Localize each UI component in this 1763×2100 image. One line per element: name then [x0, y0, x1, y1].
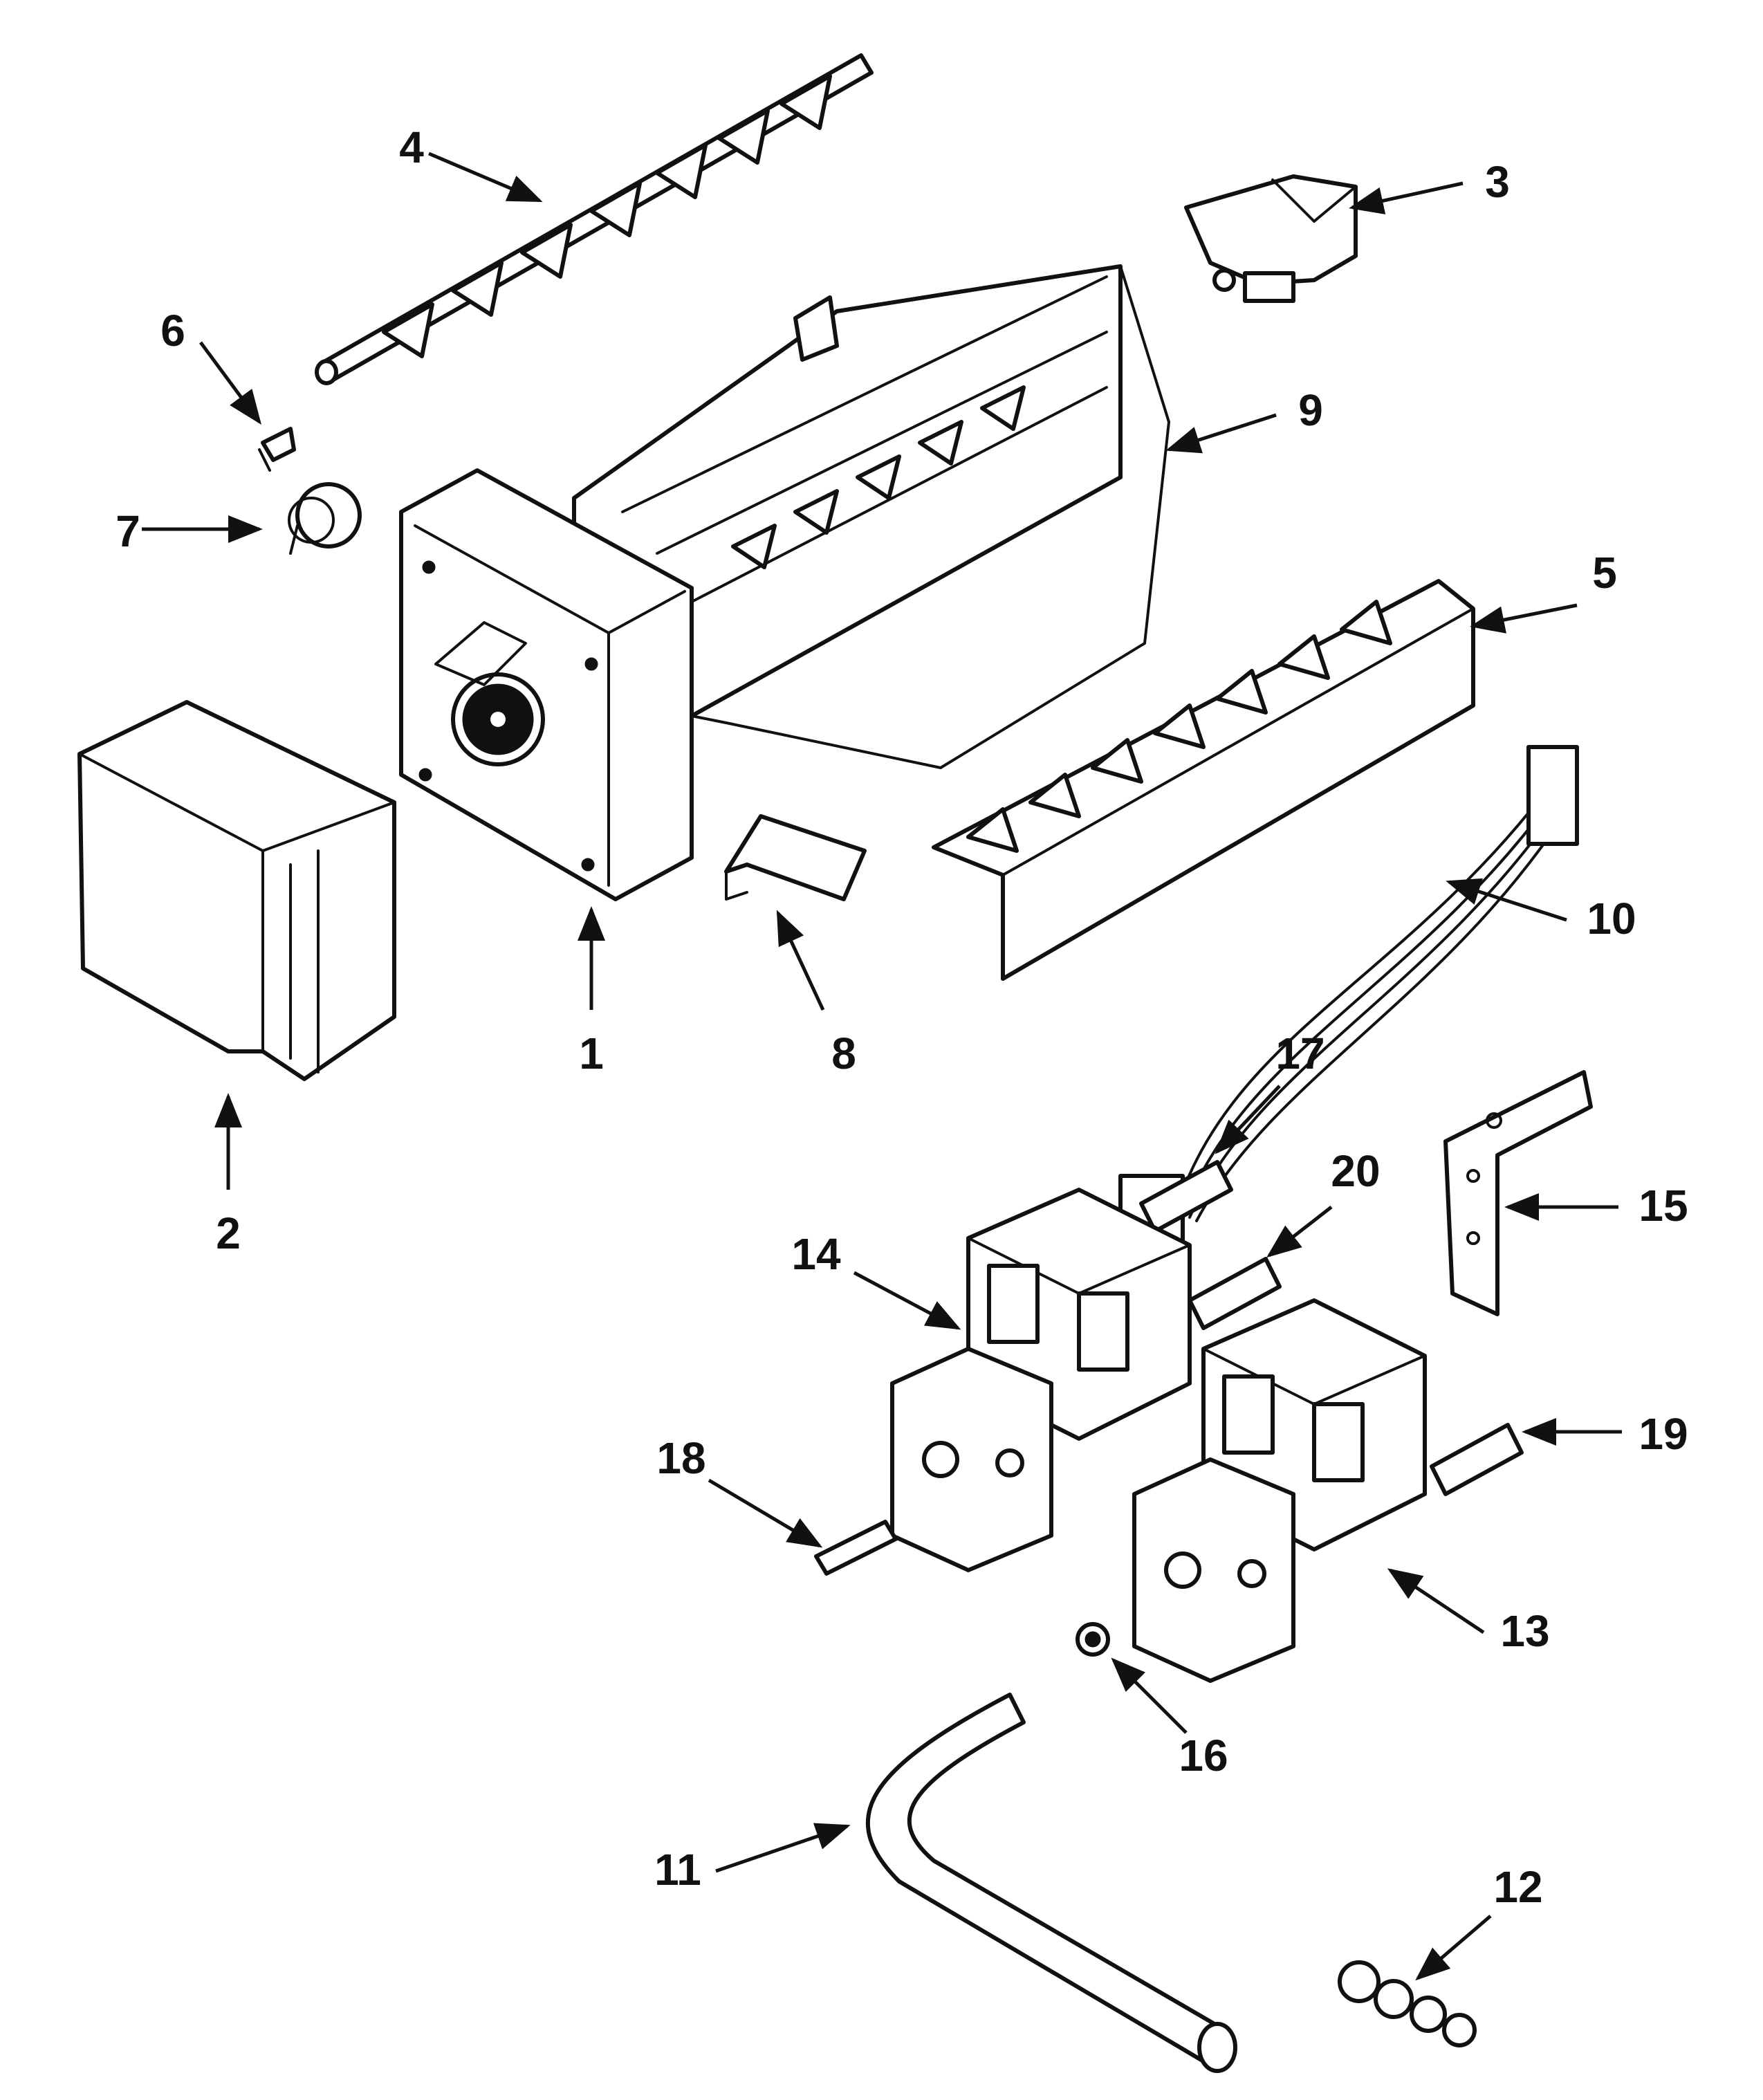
- callout-10: 10: [1587, 894, 1636, 943]
- part-control-module: [399, 468, 694, 901]
- callout-2: 2: [216, 1208, 241, 1258]
- leader-10: [1446, 878, 1567, 922]
- leader-13: [1387, 1568, 1485, 1634]
- part-clip: [258, 427, 296, 472]
- part-pin-18: [814, 1520, 898, 1576]
- part-water-valve-14: [890, 1188, 1192, 1572]
- part-cover: [77, 700, 396, 1081]
- leader-5: [1470, 603, 1578, 634]
- leader-6: [199, 341, 261, 425]
- callout-17: 17: [1275, 1029, 1324, 1078]
- part-tube-20: [1188, 1257, 1282, 1330]
- leader-14: [853, 1271, 961, 1330]
- callout-20: 20: [1331, 1146, 1380, 1196]
- part-valve-bracket: [1443, 1070, 1593, 1316]
- leader-4: [428, 151, 543, 203]
- leader-9: [1165, 413, 1277, 454]
- callout-19: 19: [1639, 1409, 1688, 1459]
- part-compression-fitting: [1338, 1960, 1477, 2047]
- part-water-valve-13: [1132, 1298, 1427, 1683]
- callout-14: 14: [791, 1229, 841, 1279]
- leader-8: [776, 910, 825, 1011]
- part-support-bracket: [1184, 174, 1358, 303]
- leader-lines: [142, 151, 1622, 1981]
- part-fill-tube: [865, 1693, 1237, 2073]
- callout-13: 13: [1500, 1606, 1549, 1656]
- leader-17: [1215, 1085, 1281, 1154]
- callout-4: 4: [399, 122, 424, 172]
- part-nut-16: [1076, 1622, 1110, 1657]
- callout-labels: 1 2 3 4 5 6 7 8 9 10 11 12 13 14 15 16 1…: [116, 122, 1688, 1912]
- leader-18: [708, 1478, 823, 1548]
- callout-1: 1: [579, 1029, 604, 1078]
- leader-11: [715, 1823, 851, 1873]
- callout-11: 11: [654, 1845, 701, 1895]
- callout-5: 5: [1592, 548, 1617, 598]
- part-tube-19: [1430, 1423, 1524, 1496]
- leader-16: [1111, 1657, 1188, 1734]
- part-shutoff-arm: [724, 814, 867, 901]
- callout-16: 16: [1179, 1731, 1228, 1780]
- leader-3: [1349, 181, 1464, 214]
- part-thermostat: [288, 482, 362, 555]
- callout-12: 12: [1493, 1862, 1542, 1912]
- leader-12: [1415, 1915, 1492, 1981]
- part-stripper: [932, 579, 1475, 981]
- callout-6: 6: [160, 306, 185, 356]
- part-tube-17: [1139, 1160, 1233, 1233]
- callout-15: 15: [1639, 1181, 1688, 1231]
- leader-20: [1266, 1206, 1333, 1258]
- callout-18: 18: [656, 1433, 705, 1483]
- part-ejector-shaft: [315, 53, 874, 385]
- callout-3: 3: [1485, 157, 1510, 207]
- callout-9: 9: [1298, 385, 1323, 435]
- part-mold-heater: [572, 264, 1170, 769]
- callout-8: 8: [831, 1029, 856, 1078]
- callout-7: 7: [116, 506, 140, 556]
